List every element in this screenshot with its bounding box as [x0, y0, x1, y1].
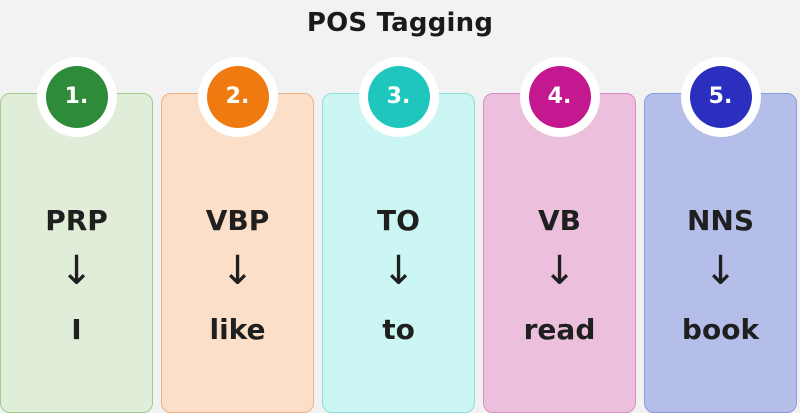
step-badge-ring: 5. [680, 57, 761, 137]
token-word: book [681, 313, 760, 346]
token-word: read [523, 313, 596, 346]
pos-tag-label: TO [377, 204, 420, 237]
step-number-badge: 1. [45, 66, 108, 128]
pos-tag-cards: 1. PRP ↓ I 2. VBP ↓ like 3. TO ↓ to 4. V… [0, 57, 797, 413]
step-badge-ring: 3. [358, 57, 439, 137]
down-arrow-icon: ↓ [220, 248, 255, 294]
pos-tag-label: VB [537, 204, 581, 237]
down-arrow-icon: ↓ [381, 248, 416, 294]
step-number-badge: 4. [528, 66, 591, 128]
step-card-2: 2. VBP ↓ like [161, 57, 314, 413]
step-number-badge: 5. [689, 66, 752, 128]
step-card-1: 1. PRP ↓ I [0, 57, 153, 413]
diagram-title: POS Tagging [306, 8, 494, 38]
step-card-4: 4. VB ↓ read [483, 57, 636, 413]
pos-tag-label: PRP [45, 204, 108, 237]
pos-tag-label: VBP [205, 204, 270, 237]
step-number-badge: 3. [367, 66, 430, 128]
pos-tag-label: NNS [686, 204, 755, 237]
step-card-5: 5. NNS ↓ book [644, 57, 797, 413]
down-arrow-icon: ↓ [703, 248, 738, 294]
down-arrow-icon: ↓ [542, 248, 577, 294]
token-word: I [71, 313, 82, 346]
step-badge-ring: 1. [36, 57, 117, 137]
step-number-badge: 2. [206, 66, 269, 128]
token-word: to [382, 313, 415, 346]
step-badge-ring: 4. [519, 57, 600, 137]
token-word: like [209, 313, 266, 346]
step-badge-ring: 2. [197, 57, 278, 137]
down-arrow-icon: ↓ [59, 248, 94, 294]
step-card-3: 3. TO ↓ to [322, 57, 475, 413]
